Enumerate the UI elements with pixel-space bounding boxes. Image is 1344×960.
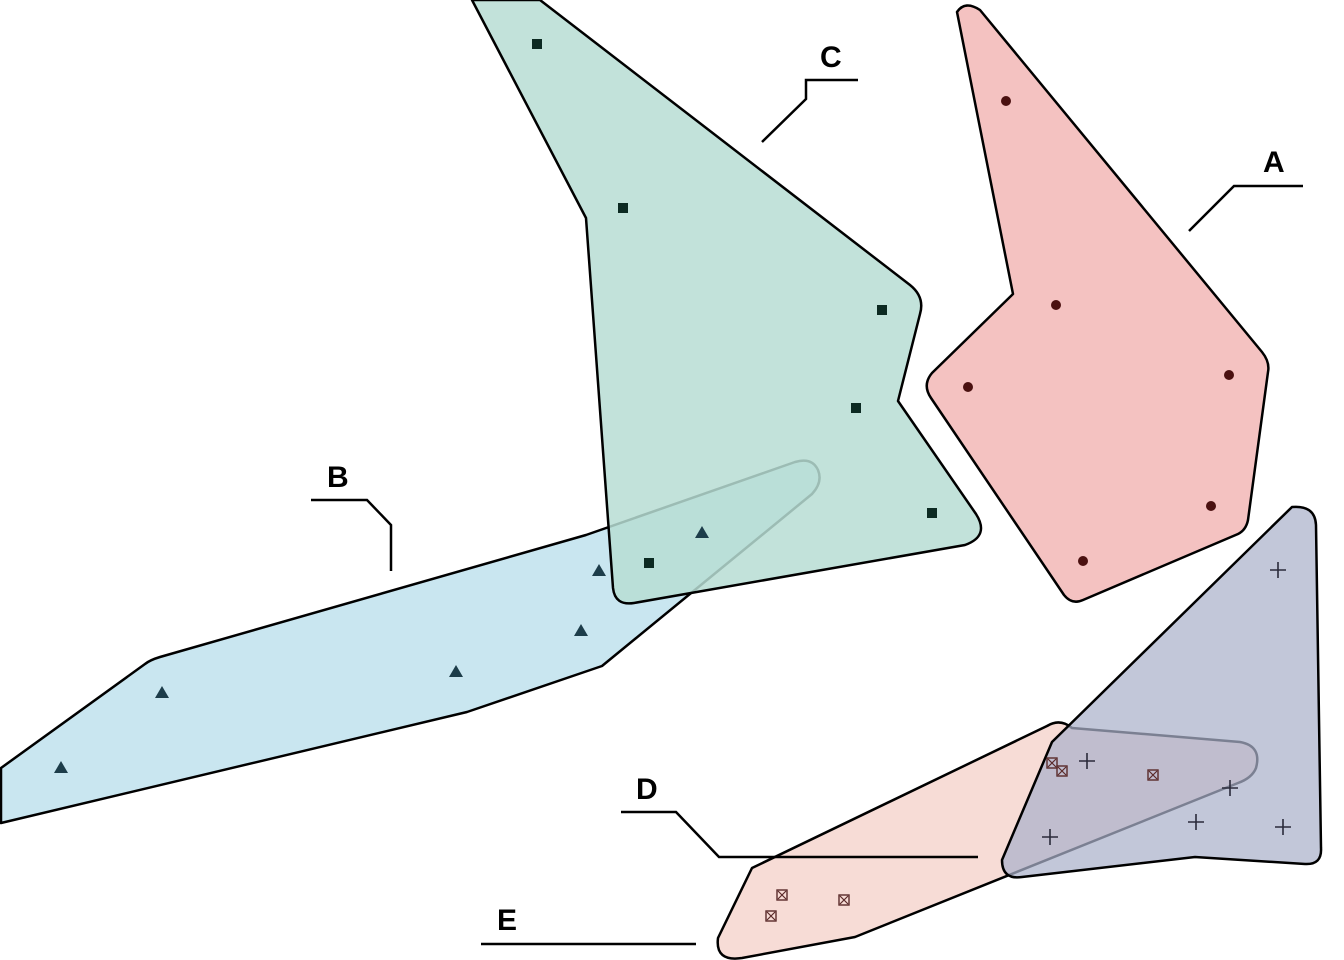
cluster-e-point-1 (1270, 562, 1286, 578)
cluster-b-point-3 (449, 665, 463, 677)
cluster-e-hull (1000, 505, 1323, 879)
cluster-c-point-6 (644, 558, 654, 568)
cluster-c-point-3 (877, 305, 887, 315)
cluster-a-point-1 (1001, 96, 1011, 106)
leader-line-b (311, 498, 393, 571)
cluster-c-point-1 (532, 39, 542, 49)
cluster-d-point-4 (776, 889, 788, 901)
cluster-c-hull (470, 0, 983, 605)
label-e: E (497, 904, 517, 937)
cluster-d-point-2 (1056, 765, 1068, 777)
cluster-e-point-4 (1188, 814, 1204, 830)
cluster-c-point-5 (927, 508, 937, 518)
cluster-d-point-3 (1147, 769, 1159, 781)
cluster-c-point-2 (618, 203, 628, 213)
cluster-a-point-6 (1078, 556, 1088, 566)
cluster-a-point-2 (1051, 300, 1061, 310)
leader-line-a (1188, 184, 1303, 232)
cluster-d-point-1 (1046, 757, 1058, 769)
cluster-a-point-5 (1206, 501, 1216, 511)
cluster-e-point-6 (1042, 829, 1058, 845)
label-c: C (820, 41, 842, 74)
cluster-a-hull (925, 4, 1270, 603)
cluster-b-point-5 (592, 564, 606, 576)
cluster-e-point-2 (1079, 753, 1095, 769)
cluster-a-point-3 (963, 382, 973, 392)
label-b: B (327, 461, 349, 494)
cluster-d-point-5 (838, 894, 850, 906)
cluster-d-point-6 (765, 910, 777, 922)
cluster-b-point-4 (574, 624, 588, 636)
cluster-b-point-6 (695, 526, 709, 538)
cluster-a-point-4 (1224, 370, 1234, 380)
markers-layer (54, 39, 1291, 922)
label-a: A (1263, 146, 1285, 179)
label-d: D (636, 773, 658, 806)
cluster-e-point-3 (1222, 780, 1238, 796)
cluster-e-point-5 (1275, 819, 1291, 835)
cluster-b-point-1 (54, 761, 68, 773)
leader-line-d (621, 810, 978, 859)
cluster-c-point-4 (851, 403, 861, 413)
cluster-b-point-2 (155, 686, 169, 698)
leader-line-c (761, 78, 858, 143)
